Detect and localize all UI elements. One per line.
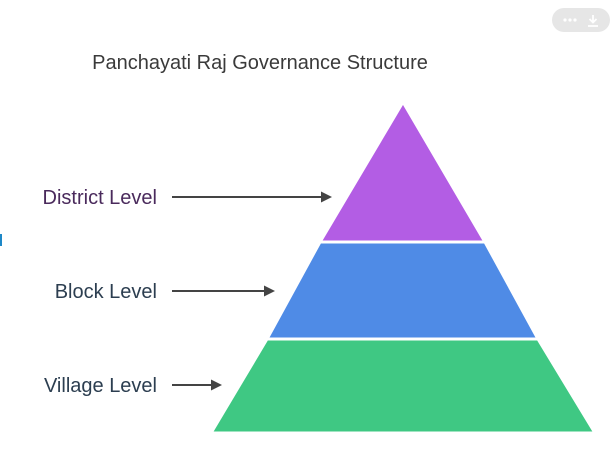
label-village-level: Village Level: [44, 375, 157, 397]
download-icon[interactable]: [587, 14, 599, 27]
edge-marker: [0, 234, 2, 246]
ellipsis-icon[interactable]: [563, 18, 577, 22]
diagram-title: Panchayati Raj Governance Structure: [92, 52, 428, 74]
arrow-block: [172, 285, 275, 297]
label-district-level: District Level: [43, 187, 157, 209]
chart-toolbar: [552, 8, 610, 32]
tier-district: [317, 99, 488, 244]
tier-village: [208, 337, 598, 435]
label-block-level: Block Level: [55, 281, 157, 303]
arrow-village: [172, 379, 222, 391]
arrow-district: [172, 191, 332, 203]
tier-block: [264, 240, 541, 341]
